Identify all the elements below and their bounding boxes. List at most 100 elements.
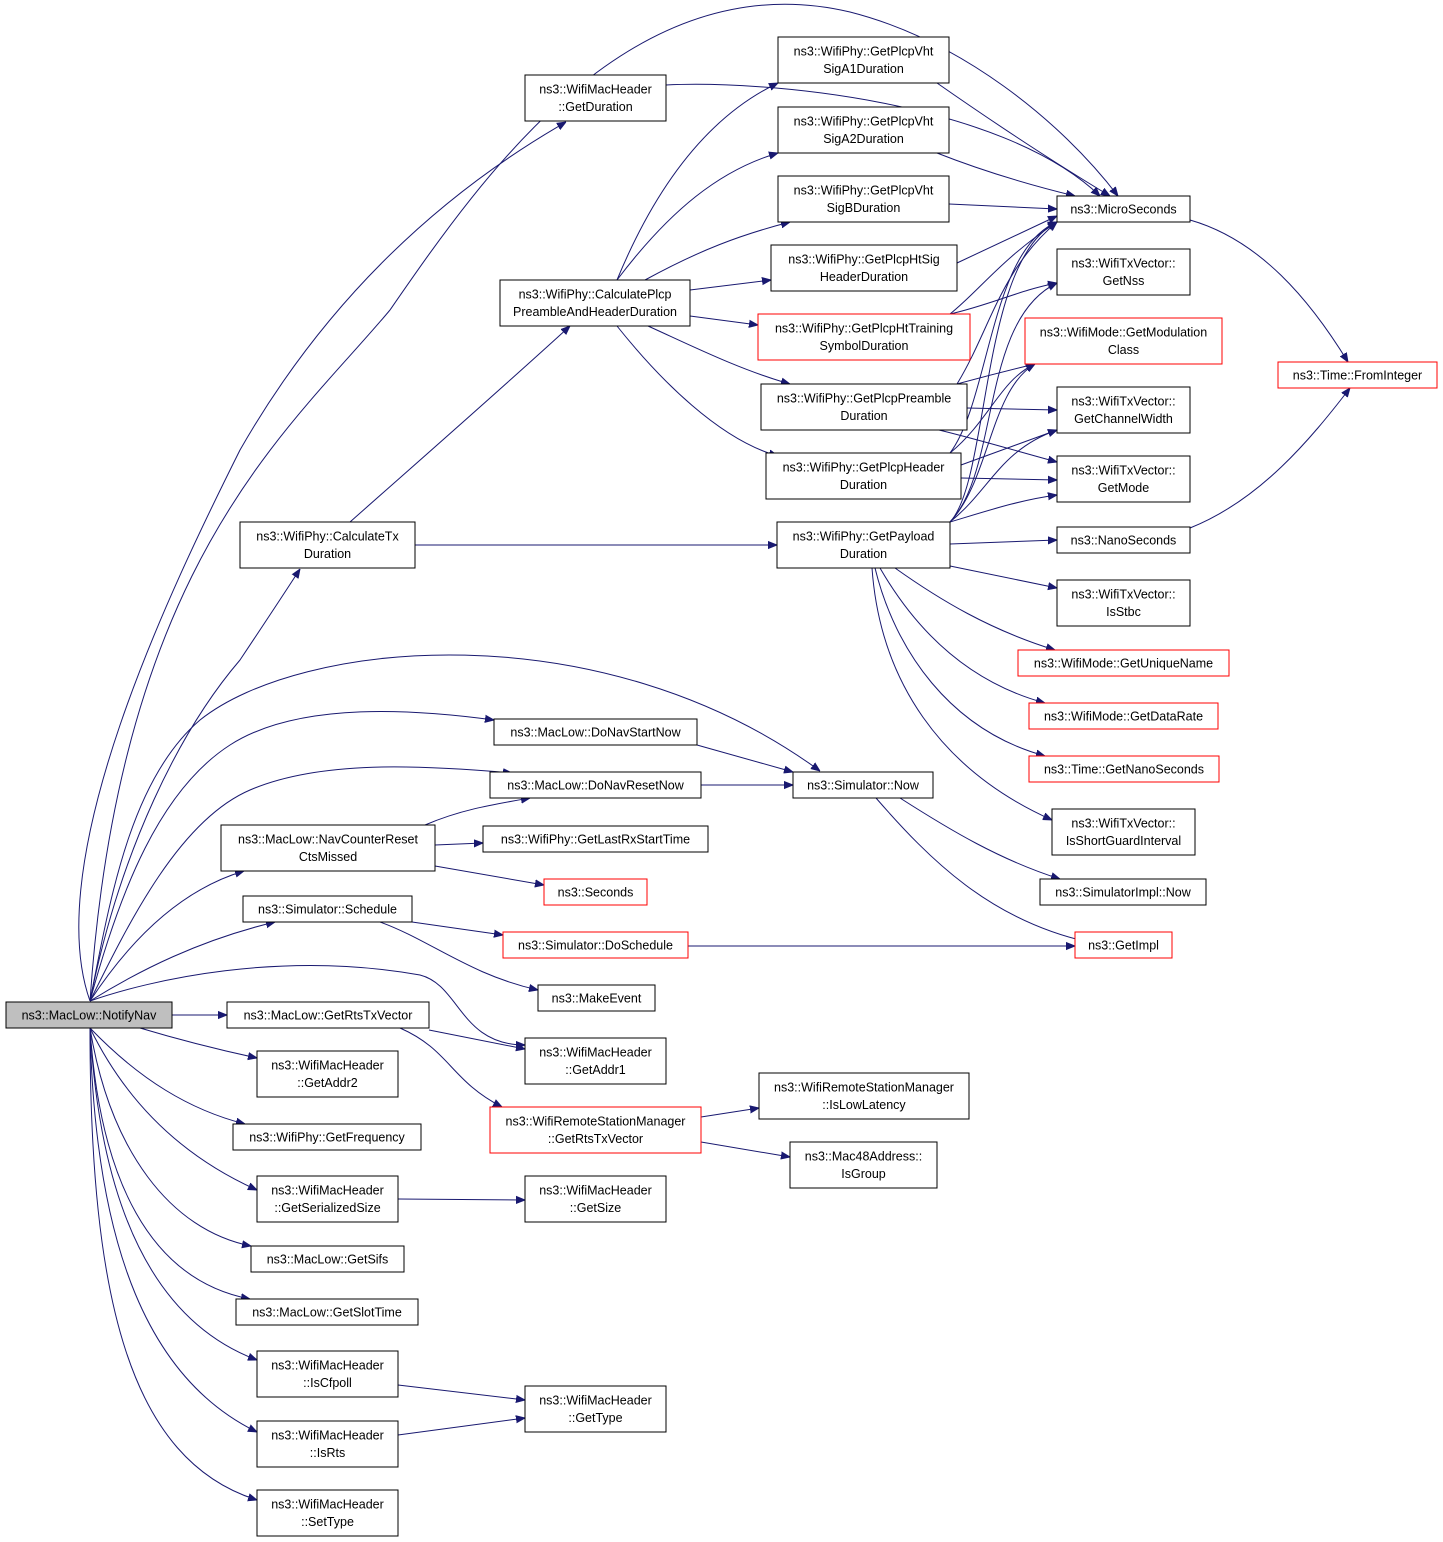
node-addr2[interactable]: ns3::WifiMacHeader::GetAddr2 [256,1050,399,1098]
node-label: ns3::Simulator::Now [807,778,920,792]
node-slottime[interactable]: ns3::MacLow::GetSlotTime [235,1298,419,1326]
node-label: ns3::WifiMacHeader [539,1394,652,1408]
node-box [493,718,698,746]
edge-path [411,921,503,935]
node-label: ::GetDuration [558,100,632,114]
node-seconds[interactable]: ns3::Seconds [543,878,648,906]
node-rtstxvector[interactable]: ns3::MacLow::GetRtsTxVector [226,1001,430,1029]
edge-path [665,83,1100,196]
edge-notifynav-to-iscfpoll [89,1027,257,1360]
node-label: ns3::MacLow::NotifyNav [22,1008,158,1022]
node-label: ns3::WifiPhy::CalculatePlcp [519,288,672,302]
node-settype[interactable]: ns3::WifiMacHeader::SetType [256,1489,399,1537]
node-label: ns3::WifiPhy::GetFrequency [249,1130,405,1144]
edge-calcpreamble-to-vhta2 [616,153,778,281]
edge-notifynav-to-whdr_getduration [78,122,566,1002]
node-getsize[interactable]: ns3::WifiMacHeader::GetSize [524,1175,667,1223]
node-makeevent[interactable]: ns3::MakeEvent [537,984,656,1012]
node-shortgi[interactable]: ns3::WifiTxVector::IsShortGuardInterval [1051,808,1196,856]
node-label: HeaderDuration [820,270,908,284]
node-box [524,1385,667,1433]
node-getmode[interactable]: ns3::WifiTxVector::GetMode [1056,455,1191,503]
node-label: ns3::WifiMacHeader [539,83,652,97]
edge-notifynav-to-microseconds [89,3,1118,1002]
node-doschedule[interactable]: ns3::Simulator::DoSchedule [502,931,689,959]
node-serialized[interactable]: ns3::WifiMacHeader::GetSerializedSize [256,1175,399,1223]
node-lowlatency[interactable]: ns3::WifiRemoteStationManager::IsLowLate… [758,1072,970,1120]
edge-path [78,122,566,1002]
node-getimpl[interactable]: ns3::GetImpl [1074,931,1173,959]
node-lastrx[interactable]: ns3::WifiPhy::GetLastRxStartTime [482,825,709,853]
node-getsifs[interactable]: ns3::MacLow::GetSifs [250,1245,405,1273]
edge-payload-to-shortgi [871,567,1052,820]
node-nanoseconds[interactable]: ns3::NanoSeconds [1056,526,1191,554]
node-gettype[interactable]: ns3::WifiMacHeader::GetType [524,1385,667,1433]
edge-path [899,797,1060,879]
node-isstbc[interactable]: ns3::WifiTxVector::IsStbc [1056,579,1191,627]
node-schedule[interactable]: ns3::Simulator::Schedule [242,895,413,923]
node-iscfpoll[interactable]: ns3::WifiMacHeader::IsCfpoll [256,1350,399,1398]
node-datarate[interactable]: ns3::WifiMode::GetDataRate [1028,702,1219,730]
node-label: ns3::MakeEvent [552,991,642,1005]
edge-payload-to-isstbc [949,565,1057,588]
node-label: Class [1108,343,1139,357]
node-rsmrts[interactable]: ns3::WifiRemoteStationManager::GetRtsTxV… [489,1106,702,1154]
node-uniquename[interactable]: ns3::WifiMode::GetUniqueName [1017,649,1230,677]
edge-path [434,843,483,845]
node-label: ns3::Time::FromInteger [1293,368,1422,382]
node-label: ns3::WifiPhy::GetPlcpHtTraining [775,322,953,336]
edge-notifynav-to-frequency [89,1027,245,1124]
node-simnow[interactable]: ns3::Simulator::Now [792,771,934,799]
node-addr1[interactable]: ns3::WifiMacHeader::GetAddr1 [524,1037,667,1085]
node-label: IsGroup [841,1167,886,1181]
node-donavstart[interactable]: ns3::MacLow::DoNavStartNow [493,718,698,746]
edge-isrts-to-gettype [397,1418,525,1436]
edge-path [89,965,525,1045]
node-isrts[interactable]: ns3::WifiMacHeader::IsRts [256,1420,399,1468]
node-box [1074,931,1173,959]
edge-path [949,565,1057,588]
node-httraining[interactable]: ns3::WifiPhy::GetPlcpHtTrainingSymbolDur… [757,313,971,361]
node-donavreset[interactable]: ns3::MacLow::DoNavResetNow [489,771,702,799]
node-label: ns3::Time::GetNanoSeconds [1044,762,1204,776]
node-box [1028,755,1220,783]
node-notifynav[interactable]: ns3::MacLow::NotifyNav [5,1001,173,1029]
edge-path [428,1029,525,1049]
node-getnss[interactable]: ns3::WifiTxVector::GetNss [1056,248,1191,296]
node-box [256,1489,399,1537]
node-label: GetNss [1103,274,1145,288]
node-frequency[interactable]: ns3::WifiPhy::GetFrequency [232,1123,422,1151]
node-getnanoseconds[interactable]: ns3::Time::GetNanoSeconds [1028,755,1220,783]
node-box [760,383,968,431]
edge-notifynav-to-getsifs [89,1027,251,1246]
node-label: ::GetSize [570,1201,621,1215]
node-label: ns3::WifiPhy::GetPlcpPreamble [777,392,951,406]
node-box [1056,386,1191,434]
edge-path [89,710,494,1002]
node-calcpreamble[interactable]: ns3::WifiPhy::CalculatePlcpPreambleAndHe… [499,279,691,327]
edge-rtstxvector-to-addr1 [428,1029,525,1049]
edge-calcpreamble-to-vhtb [644,222,790,281]
node-label: GetMode [1098,481,1149,495]
node-box [1051,808,1196,856]
node-isgroup[interactable]: ns3::Mac48Address::IsGroup [789,1141,938,1189]
node-microseconds[interactable]: ns3::MicroSeconds [1056,195,1191,223]
node-label: Duration [304,547,351,561]
node-frominteger[interactable]: ns3::Time::FromInteger [1277,361,1438,389]
node-label: ns3::Simulator::DoSchedule [518,938,673,952]
edge-vhta2-to-microseconds [936,152,1075,196]
node-simimplnow[interactable]: ns3::SimulatorImpl::Now [1039,878,1207,906]
node-chwidth[interactable]: ns3::WifiTxVector::GetChannelWidth [1056,386,1191,434]
node-box [502,931,689,959]
node-whdr_getduration[interactable]: ns3::WifiMacHeader::GetDuration [524,74,667,122]
